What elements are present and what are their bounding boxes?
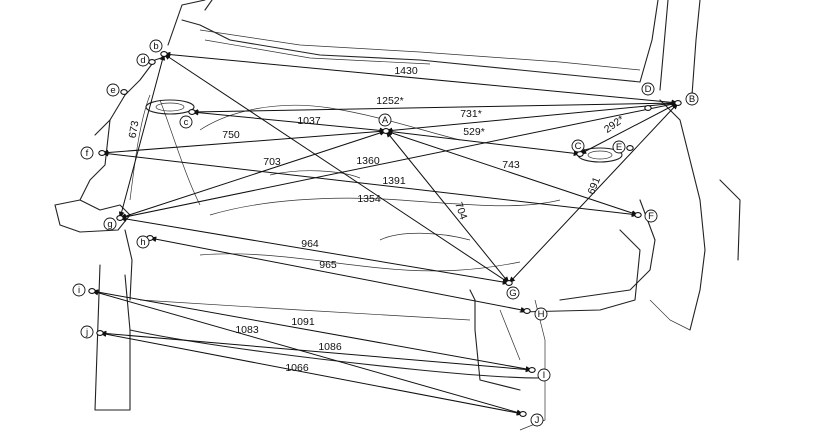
measurement-lines: [91, 51, 679, 416]
dimension-label-b-g: 691: [585, 175, 603, 196]
point-label-E-upper: E: [616, 142, 622, 153]
point-hole-G-upper: [505, 280, 513, 286]
point-marker-e-lower: [106, 83, 120, 97]
point-marker-E-upper: [612, 140, 626, 154]
measurement-line-i-j: [91, 290, 524, 415]
point-hole-E-upper: [626, 145, 634, 151]
dimension-label-c-b: 1252*: [376, 95, 403, 107]
measurement-line-g-g: [119, 216, 510, 285]
point-marker-F-upper: [644, 209, 658, 223]
point-label-j-lower: j: [85, 327, 88, 338]
dimension-label-j-i: 1086: [318, 341, 342, 353]
measurement-line-j-j: [99, 331, 524, 416]
point-hole-j-lower: [96, 330, 104, 336]
point-label-d-lower: d: [140, 55, 145, 66]
point-hole-b-lower: [160, 51, 168, 57]
point-marker-H-upper: [534, 307, 548, 321]
dimension-label-a-c: 1037: [297, 115, 321, 127]
point-marker-C-upper: [571, 139, 585, 153]
point-label-F-upper: F: [648, 211, 654, 222]
measurement-line-a-f: [101, 128, 387, 156]
point-marker-d-lower: [136, 53, 150, 67]
measurement-line-b-g: [163, 53, 510, 284]
point-label-B-upper: B: [689, 94, 695, 105]
reference-points: A B C D E F G H I Jb c d e f g h i j: [72, 39, 699, 427]
measurement-line-h-h: [149, 236, 528, 313]
point-marker-f-lower: [80, 146, 94, 160]
dimension-label-i-j: 1083: [235, 324, 259, 336]
dimension-label-g-g: 964: [301, 238, 319, 250]
point-label-A-upper: A: [382, 115, 389, 126]
point-label-i-lower: i: [78, 285, 80, 296]
dimension-label-b-g: 1360: [356, 155, 380, 167]
point-hole-g-lower: [116, 215, 124, 221]
point-label-h-lower: h: [140, 237, 145, 248]
dimension-label-a-f: 750: [222, 129, 240, 141]
measurement-line-j-i: [99, 330, 533, 373]
point-hole-e-lower: [120, 89, 128, 95]
point-marker-G-upper: [506, 286, 520, 300]
point-label-e-lower: e: [110, 85, 115, 96]
point-label-H-upper: H: [538, 309, 545, 320]
point-label-f-lower: f: [86, 148, 89, 159]
point-marker-I-upper: [537, 368, 551, 382]
point-marker-b-lower: [149, 39, 163, 53]
measurement-line-b-g: [508, 102, 679, 284]
point-hole-H-upper: [523, 308, 531, 314]
point-hole-F-upper: [634, 212, 642, 218]
dimension-label-a-g: 703: [263, 156, 281, 168]
point-marker-B-upper: [685, 92, 699, 106]
point-label-b-lower: b: [153, 41, 158, 52]
dimension-label-j-j: 1066: [285, 362, 309, 374]
dimension-label-a-f: 743: [502, 159, 520, 171]
point-hole-f-lower: [98, 150, 106, 156]
dimension-label-f-f: 1391: [382, 175, 406, 187]
point-hole-A-upper: [382, 128, 390, 134]
point-hole-i-lower: [88, 288, 96, 294]
point-hole-B-upper: [674, 100, 682, 106]
dimension-label-b-b: 1430: [394, 65, 418, 77]
dimension-label-i-i: 1091: [291, 316, 315, 328]
point-hole-c-lower: [188, 109, 196, 115]
dimension-label-a-c: 529*: [463, 126, 485, 138]
point-marker-A-upper: [378, 113, 392, 127]
point-marker-g-lower: [103, 217, 117, 231]
point-label-D-upper: D: [645, 84, 652, 95]
point-label-c-lower: c: [184, 117, 189, 128]
point-marker-h-lower: [136, 235, 150, 249]
point-marker-c-lower: [179, 115, 193, 129]
point-label-G-upper: G: [509, 288, 516, 299]
point-marker-D-upper: [641, 82, 655, 96]
dimension-label-b-g: 1354: [357, 193, 381, 205]
point-hole-D-upper: [644, 105, 652, 111]
point-label-g-lower: g: [107, 219, 112, 230]
point-marker-j-lower: [80, 325, 94, 339]
measurement-line-a-c: [191, 109, 387, 134]
point-marker-i-lower: [72, 283, 86, 297]
measurement-line-a-g: [385, 130, 510, 284]
point-marker-J-upper: [530, 413, 544, 427]
point-label-C-upper: C: [575, 141, 582, 152]
dimension-label-c-b: 292*: [602, 113, 627, 135]
point-label-J-upper: J: [535, 415, 540, 426]
point-hole-d-lower: [148, 59, 156, 65]
dimension-label-a-b: 731*: [460, 108, 482, 120]
point-hole-J-upper: [519, 411, 527, 417]
point-hole-I-upper: [528, 367, 536, 373]
dimension-label-h-h: 965: [319, 259, 337, 271]
measurement-line-b-g: [118, 53, 166, 219]
dimension-label-a-g: 704: [452, 201, 469, 222]
point-label-I-upper: I: [543, 370, 546, 381]
dimension-label-b-g: 673: [127, 120, 142, 139]
